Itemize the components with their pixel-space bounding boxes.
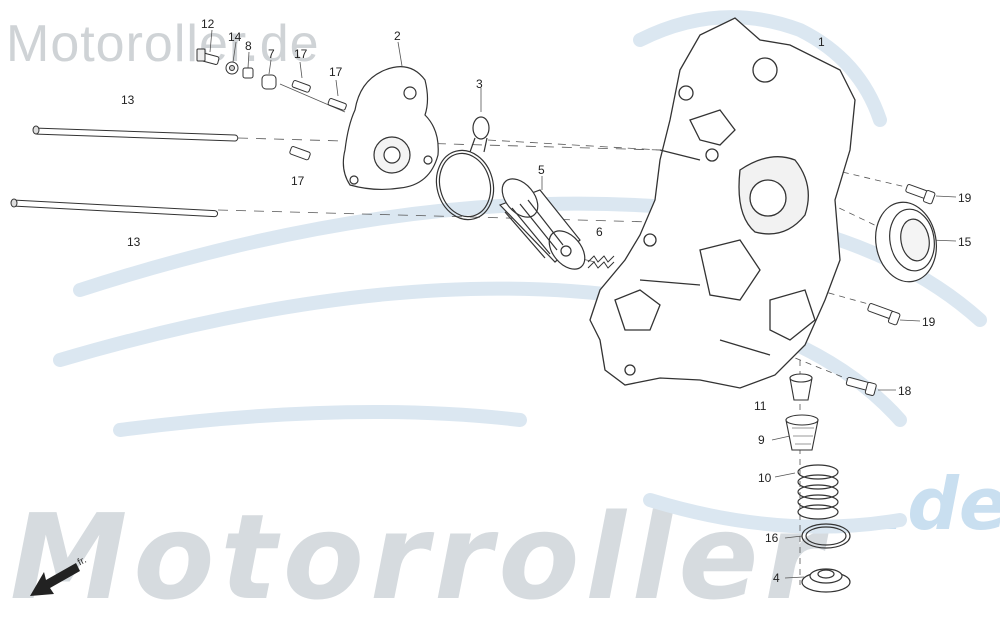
bolt-18-icon xyxy=(845,376,877,396)
callout-13-b: 13 xyxy=(127,235,141,249)
callout-9: 9 xyxy=(758,433,765,447)
callout-19-b: 19 xyxy=(922,315,936,329)
exploded-parts-diagram: Motoroller.de Motorroller .de xyxy=(6,10,1000,626)
crankcase-half-icon xyxy=(589,17,856,389)
callout-16: 16 xyxy=(765,531,779,545)
front-direction-arrow-icon xyxy=(30,563,80,596)
callout-14: 14 xyxy=(228,30,242,44)
diagram-drawing xyxy=(10,10,987,596)
bolt-17c-icon xyxy=(289,146,311,161)
bolt-17a-icon xyxy=(291,80,311,93)
strainer-screen-icon xyxy=(785,414,819,451)
o-ring-icon xyxy=(435,116,495,221)
oil-seal-icon xyxy=(875,201,937,283)
drain-plug-11-icon xyxy=(789,373,813,401)
callout-5: 5 xyxy=(538,163,545,177)
callout-17-a: 17 xyxy=(294,47,308,61)
watermark-top: Motoroller.de xyxy=(6,15,320,73)
bolt-19b-icon xyxy=(867,303,901,326)
spring-6-icon xyxy=(587,255,615,269)
callout-2: 2 xyxy=(394,29,401,43)
callout-15: 15 xyxy=(958,235,972,249)
bolt-12-icon xyxy=(196,48,220,65)
callout-4: 4 xyxy=(773,571,780,585)
oil-filter-icon xyxy=(498,178,586,270)
callout-19-a: 19 xyxy=(958,191,972,205)
bolt-17b-icon xyxy=(327,98,347,111)
oil-rod-lower-icon xyxy=(10,198,219,218)
strainer-spring-icon xyxy=(797,464,839,520)
callout-1: 1 xyxy=(818,35,825,49)
filter-cover-icon xyxy=(342,66,439,191)
callout-17-c: 17 xyxy=(291,174,305,188)
callout-8: 8 xyxy=(245,39,252,53)
callout-6: 6 xyxy=(596,225,603,239)
callout-17-b: 17 xyxy=(329,65,343,79)
callout-10: 10 xyxy=(758,471,772,485)
oil-rod-upper-icon xyxy=(32,125,239,142)
callout-12: 12 xyxy=(201,17,215,31)
callout-7: 7 xyxy=(268,47,275,61)
o-ring-16-icon xyxy=(801,523,851,549)
drain-cap-4-icon xyxy=(801,568,851,593)
callout-18: 18 xyxy=(898,384,912,398)
watermark-suffix: .de xyxy=(880,462,1000,546)
callout-11: 11 xyxy=(754,399,767,413)
callout-13-a: 13 xyxy=(121,93,135,107)
sleeve-7-icon xyxy=(261,74,277,90)
nut-8-icon xyxy=(242,67,254,79)
bolt-19a-icon xyxy=(905,184,936,205)
callout-3: 3 xyxy=(476,77,483,91)
